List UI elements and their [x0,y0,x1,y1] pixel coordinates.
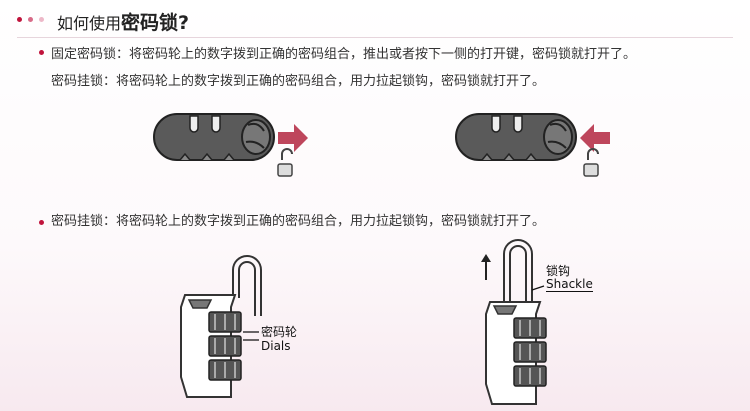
unlocked-padlock-icon [583,148,599,177]
dial-windows [491,115,523,133]
title-suffix: ? [178,12,190,34]
section2-line1: 密码挂锁：将密码轮上的数字拨到正确的密码组合，用力拉起锁钩，密码锁就打开了。 [51,214,546,229]
bullet-2 [39,220,44,225]
shackle [503,239,533,302]
shackle-label-en: Shackle [546,277,593,292]
title-main: 密码锁 [121,12,179,34]
arrow-right-icon [278,124,308,152]
header-dot-1 [17,17,22,22]
shackle [232,255,262,316]
section1-line2: 密码挂锁：将密码轮上的数字拨到正确的密码组合，用力拉起锁钩，密码锁就打开了。 [51,74,546,89]
header-divider [17,37,733,38]
header-dot-3 [39,17,44,22]
lock-body [455,113,577,161]
padlock-open-illustration [481,239,547,405]
shackle-label-cn: 锁钩 [546,264,571,278]
header-dots [17,17,44,22]
dials-label-en: Dials [261,339,291,353]
title-prefix: 如何使用 [57,14,122,33]
bullet-1 [39,50,44,55]
arrow-up-icon [481,254,491,280]
fixed-lock-push-illustration [153,113,308,177]
header-dot-2 [28,17,33,22]
lock-body [153,113,275,161]
section1-line1: 固定密码锁：将密码轮上的数字拨到正确的密码组合，推出或者按下一侧的打开键，密码锁… [51,47,637,62]
shackle-leader-line [531,285,545,291]
arrow-left-icon [580,124,610,152]
unlocked-padlock-icon [277,148,293,177]
fixed-lock-press-illustration [455,113,610,177]
page-title: 如何使用密码锁? [57,8,189,35]
dial-windows [189,115,221,133]
dials-leader-line [243,331,259,341]
dial-teeth [179,152,235,161]
header: 如何使用密码锁? [0,0,750,40]
dials-label-cn: 密码轮 [261,325,298,339]
dial-teeth [481,152,537,161]
padlock-closed-illustration [180,255,262,398]
